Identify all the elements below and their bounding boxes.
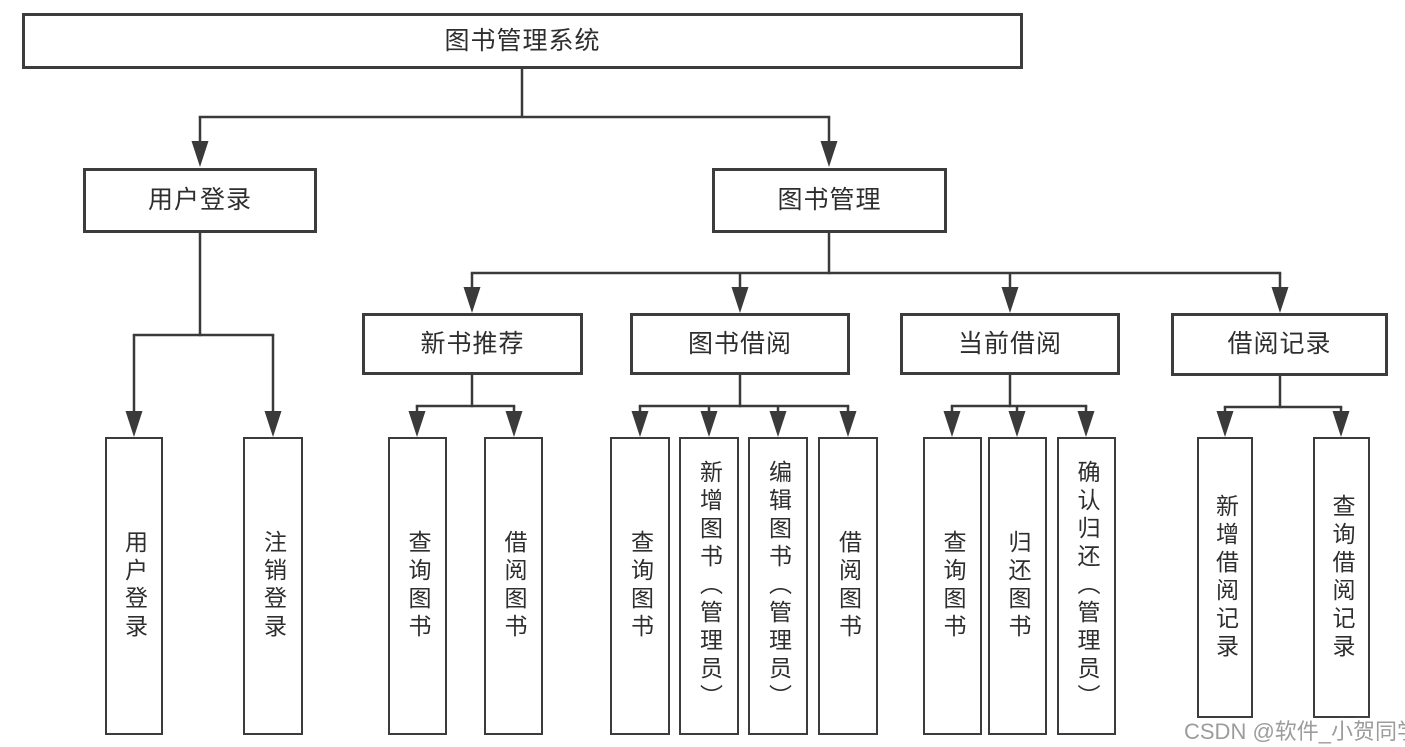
leaf-borrow-query-books: 查询图书 (610, 437, 670, 735)
node-library-management-system: 图书管理系统 (22, 13, 1023, 69)
leaf-logout: 注销登录 (243, 437, 303, 735)
arrowheads (125, 141, 1350, 437)
leaf-return-books: 归还图书 (988, 437, 1047, 735)
leaf-current-query-books: 查询图书 (923, 437, 982, 735)
node-user-login: 用户登录 (83, 168, 317, 233)
leaf-recommend-query-books: 查询图书 (388, 437, 447, 735)
csdn-watermark: CSDN @软件_小贺同学 (1184, 719, 1405, 744)
node-new-book-recommend: 新书推荐 (362, 313, 583, 375)
leaf-query-borrow-record: 查询借阅记录 (1313, 437, 1370, 718)
leaf-add-books-admin: 新增图书（管理员） (679, 437, 739, 735)
leaf-add-borrow-record: 新增借阅记录 (1197, 437, 1253, 718)
leaf-recommend-borrow-books: 借阅图书 (484, 437, 543, 735)
leaf-confirm-return-admin: 确认归还（管理员） (1057, 437, 1116, 735)
leaf-edit-books-admin: 编辑图书（管理员） (748, 437, 808, 735)
leaf-borrow-borrow-books: 借阅图书 (818, 437, 878, 735)
node-book-management: 图书管理 (712, 168, 947, 233)
node-borrow-records: 借阅记录 (1171, 313, 1388, 376)
node-current-borrow: 当前借阅 (900, 313, 1120, 375)
leaf-user-login: 用户登录 (105, 437, 163, 735)
node-book-borrow: 图书借阅 (630, 313, 850, 375)
